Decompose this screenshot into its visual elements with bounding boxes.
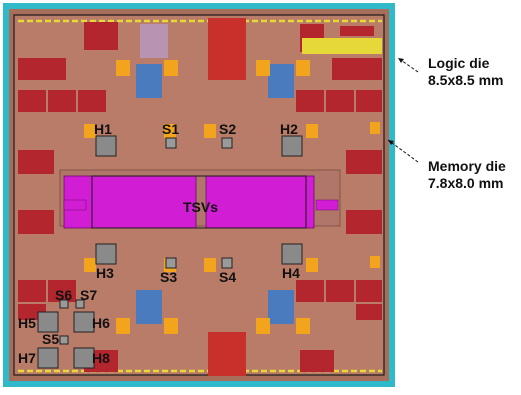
label-h7: H7 [18,350,36,366]
side-red-blocks [18,150,382,234]
blue-lattice-blocks [136,64,294,324]
label-s2: S2 [219,121,236,137]
hotspot-h8 [73,347,95,369]
hotspot-h1 [95,135,117,157]
hotspot-h4 [281,243,303,265]
label-s4: S4 [219,269,236,285]
tsv-block-outline [91,175,307,229]
sensor-s3 [165,257,177,269]
memory-die-leader [387,139,419,163]
sensor-s1 [165,137,177,149]
tsv-pad-right [315,199,339,211]
memory-die-outline [13,14,385,376]
hotspot-h5 [37,311,59,333]
top-macros [18,18,382,80]
memory-die-arrowhead [388,140,394,145]
sensor-s4 [221,257,233,269]
logic-die-label-name: Logic die [428,55,490,71]
sensor-s7 [75,299,85,309]
label-h1: H1 [94,121,112,137]
logic-die-label-size: 8.5x8.5 mm [428,72,504,88]
label-tsvs: TSVs [183,199,218,215]
tsv-pad-left [63,199,87,211]
memory-die-label-name: Memory die [428,158,506,174]
label-s3: S3 [160,269,177,285]
hotspot-h3 [95,243,117,265]
hotspot-h2 [281,135,303,157]
label-h5: H5 [18,315,36,331]
label-s5: S5 [42,331,59,347]
orange-io-pads [84,60,380,334]
logic-die-label: Logic die 8.5x8.5 mm [428,55,504,89]
label-h2: H2 [280,121,298,137]
logic-die-arrowhead [398,58,404,63]
tsv-array-right [205,175,315,229]
upper-red-blocks [18,90,382,112]
sensor-s2 [221,137,233,149]
hotspot-h7 [37,347,59,369]
memory-die-label-size: 7.8x8.0 mm [428,175,504,191]
sensor-s6 [59,299,69,309]
label-h4: H4 [282,265,300,281]
label-s1: S1 [162,121,179,137]
label-h3: H3 [96,265,114,281]
sensor-s5 [59,335,69,345]
label-s7: S7 [80,287,97,303]
lower-red-blocks [18,280,382,376]
memory-die-label: Memory die 7.8x8.0 mm [428,158,506,192]
label-s6: S6 [55,287,72,303]
label-h6: H6 [92,315,110,331]
hotspot-h6 [73,311,95,333]
label-h8: H8 [92,350,110,366]
